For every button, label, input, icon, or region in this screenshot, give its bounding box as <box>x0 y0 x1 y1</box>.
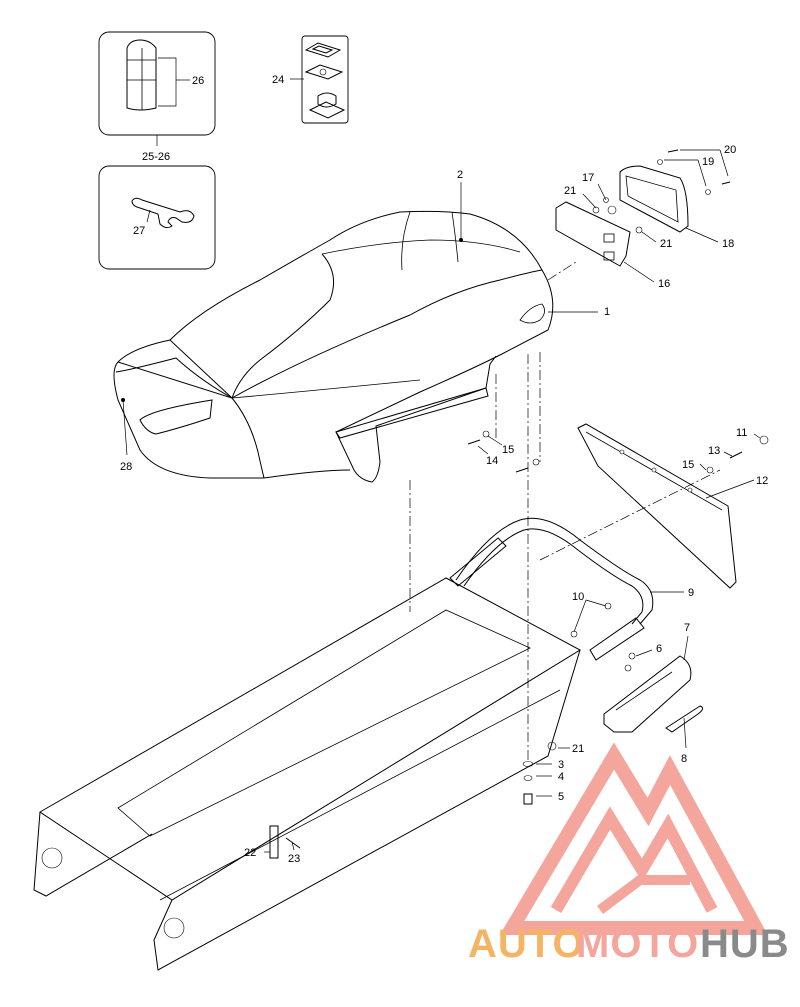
callout-23: 23 <box>288 853 300 865</box>
callout-15-seat: 15 <box>502 444 514 456</box>
automotohub-watermark: AUTO MOTO HUB <box>468 742 790 966</box>
callout-21-top: 21 <box>564 185 576 197</box>
callout-1: 1 <box>604 306 610 318</box>
callout-21-light: 21 <box>660 238 672 250</box>
watermark-text-moto: MOTO <box>576 922 699 966</box>
callout-9: 9 <box>688 587 694 599</box>
callout-17: 17 <box>582 172 594 184</box>
callout-28: 28 <box>120 461 132 473</box>
callout-5: 5 <box>558 791 564 803</box>
tunnel-frame: 22 23 <box>33 577 582 971</box>
callout-18: 18 <box>722 238 734 250</box>
callout-8: 8 <box>681 753 687 765</box>
callout-6: 6 <box>656 643 662 655</box>
callout-26: 26 <box>192 75 204 87</box>
callout-27: 27 <box>133 225 145 237</box>
seat-fasteners: 15 14 <box>467 430 540 473</box>
seat-assembly: 2 1 28 <box>113 169 610 483</box>
callout-20: 20 <box>724 144 736 156</box>
snow-flap-assembly: 12 15 13 11 <box>577 423 769 589</box>
callout-13: 13 <box>708 445 720 457</box>
callout-10: 10 <box>572 591 584 603</box>
bottom-hardware: 21 3 4 5 <box>522 741 584 805</box>
callout-12: 12 <box>756 475 768 487</box>
callout-24: 24 <box>272 74 284 86</box>
callout-16: 16 <box>658 278 670 290</box>
callout-15-flap: 15 <box>682 459 694 471</box>
inset-24: 24 <box>272 35 349 124</box>
spanner-wrench-icon <box>131 197 195 229</box>
callout-19: 19 <box>702 156 714 168</box>
seat-mount-latch-icon <box>304 42 346 119</box>
tail-light-assembly: 20 19 17 21 21 18 16 <box>555 144 736 290</box>
callout-4: 4 <box>558 771 564 783</box>
watermark-text-hub: HUB <box>700 922 790 966</box>
callout-7: 7 <box>684 622 690 634</box>
inset-25-26: 26 25-26 <box>98 31 216 163</box>
grab-handle-assembly: 9 10 <box>449 517 694 661</box>
callout-3: 3 <box>558 759 564 771</box>
callout-14: 14 <box>486 455 498 467</box>
callout-11: 11 <box>736 427 747 439</box>
inset-27: 27 <box>98 165 216 270</box>
callout-2: 2 <box>457 169 463 181</box>
side-trim-assembly: 6 7 8 <box>603 622 704 765</box>
seat-cover-roll-icon <box>126 39 157 111</box>
alignment-center-lines <box>409 261 721 760</box>
callout-22: 22 <box>244 847 256 859</box>
callout-21-bottom: 21 <box>572 743 584 755</box>
callout-25-26: 25-26 <box>142 151 170 163</box>
watermark-text-auto: AUTO <box>468 922 585 966</box>
watermark-triangle-logo <box>499 742 768 935</box>
